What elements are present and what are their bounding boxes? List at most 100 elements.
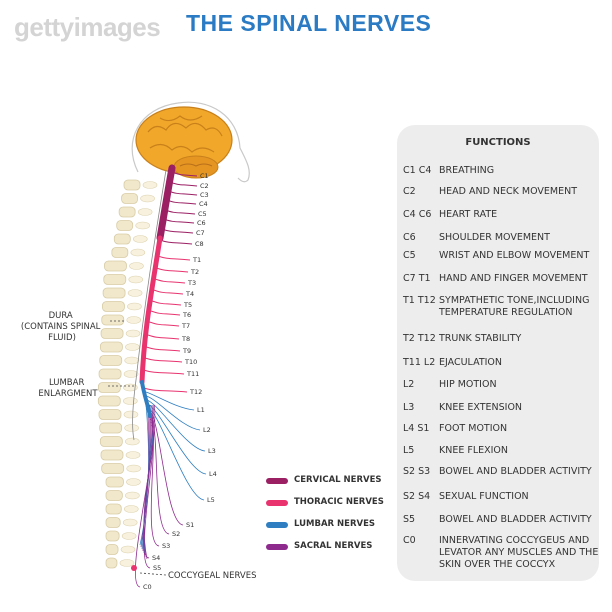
vertebra-process [130, 248, 146, 257]
nerve-label-t10: T10 [184, 358, 197, 366]
vertebra-process [123, 370, 139, 378]
function-description: HEART RATE [439, 209, 498, 220]
vertebra-process [126, 464, 141, 473]
vertebra [105, 517, 121, 528]
vertebra [121, 193, 138, 204]
function-code: T11 L2 [403, 357, 436, 368]
function-description: WRIST AND ELBOW MOVEMENT [439, 250, 590, 261]
legend-item-sacral: SACRAL NERVES [266, 541, 406, 553]
nerve-labels: C1C2C3C4C5C6C7C8T1T2T3T4T5T6T7T8T9T10T11… [143, 172, 217, 591]
vertebra [102, 301, 125, 312]
function-code: C6 [403, 232, 416, 243]
vertebra-process [127, 302, 142, 311]
vertebra-process [135, 221, 151, 230]
legend-swatch [266, 522, 288, 528]
vertebra [99, 436, 123, 447]
nerve-label-c1: C1 [200, 172, 209, 180]
vertebra [99, 355, 123, 366]
spinal-cord-cervical [156, 164, 176, 242]
nerve-label-s5: S5 [153, 564, 161, 572]
vertebra-process [125, 437, 140, 446]
nerve-branches [135, 171, 207, 588]
lumbar-enlargement-label: LUMBAR ENLARGMENT [38, 378, 98, 399]
vertebra-process [128, 275, 144, 284]
function-description: BOWEL AND BLADDER ACTIVITY [439, 514, 592, 525]
nerve-branch [169, 181, 198, 187]
vertebra [105, 490, 123, 501]
legend-label: THORACIC NERVES [294, 497, 384, 507]
nerve-branch [146, 399, 206, 452]
legend-label: CERVICAL NERVES [294, 475, 382, 485]
nerve-label-t2: T2 [190, 268, 199, 276]
vertebra-process [123, 505, 139, 513]
nerve-branch [148, 412, 170, 535]
nerve-label-t11: T11 [186, 370, 199, 378]
nerve-label-l4: L4 [209, 470, 217, 478]
spinal-cord-thoracic [139, 235, 163, 385]
vertebra-process [125, 451, 141, 459]
vertebra [123, 179, 141, 191]
function-description: KNEE FLEXION [439, 445, 509, 456]
vertebra [104, 260, 127, 272]
function-code: S5 [403, 514, 416, 525]
legend-item-cervical: CERVICAL NERVES [266, 475, 406, 487]
dura-label: DURA (CONTAINS SPINAL FLUID) [21, 311, 103, 343]
vertebra-process [123, 410, 139, 419]
function-code: C4 C6 [403, 209, 432, 220]
vertebra-process [125, 329, 141, 338]
vertebra [97, 382, 121, 393]
spinal-cord-lumbar [140, 380, 152, 418]
vertebra [98, 409, 122, 420]
nerve-branch [159, 239, 193, 245]
function-description: FOOT MOTION [439, 423, 508, 434]
function-description: EJACULATION [439, 357, 503, 368]
vertebra [105, 503, 122, 515]
function-description: KNEE EXTENSION [439, 402, 523, 413]
nerve-branch [154, 278, 186, 284]
nerve-branch [167, 190, 198, 196]
function-description: TRUNK STABILITY [439, 333, 522, 344]
function-description: SYMPATHETIC TONE,INCLUDING TEMPERATURE R… [439, 295, 590, 318]
nerve-label-t12: T12 [189, 388, 202, 396]
nerve-label-s2: S2 [172, 530, 180, 538]
nerve-label-s1: S1 [186, 521, 194, 529]
nerve-branch [150, 310, 181, 316]
function-code: S2 S4 [403, 491, 431, 502]
nerve-label-t5: T5 [183, 301, 192, 309]
vertebra-process [125, 343, 140, 351]
nerve-label-c5: C5 [198, 210, 207, 218]
nerve-branch [147, 334, 180, 340]
function-code: L2 [403, 379, 415, 390]
nerve-label-c0: C0 [143, 583, 152, 591]
nerve-label-c3: C3 [200, 191, 209, 199]
cauda-equina-strand [143, 404, 156, 560]
coccygeal-nerves-label: COCCYGEAL NERVES [168, 571, 257, 581]
vertebra-process [126, 478, 141, 486]
nerve-label-l5: L5 [207, 496, 215, 504]
legend-swatch [266, 478, 288, 484]
nerve-branch [163, 218, 195, 224]
function-code: C5 [403, 250, 416, 261]
nerve-label-c7: C7 [196, 229, 205, 237]
watermark-logo: gettyimages [14, 12, 161, 42]
nerve-label-s4: S4 [152, 554, 160, 562]
vertebra-process [137, 208, 153, 216]
function-description: HAND AND FINGER MOVEMENT [439, 273, 588, 284]
vertebra [100, 328, 124, 339]
nerve-branch [149, 321, 180, 327]
nerve-branch [145, 391, 195, 411]
functions-title: FUNCTIONS [465, 137, 531, 148]
vertebra [101, 463, 125, 474]
vertebra [105, 544, 119, 555]
function-code: T1 T12 [403, 295, 436, 306]
function-code: L5 [403, 445, 415, 456]
vertebra-process [124, 356, 140, 365]
nerve-branch [146, 346, 181, 352]
nerve-branch [151, 300, 182, 306]
vertebra-process [121, 532, 137, 540]
vertebra-process [127, 289, 143, 297]
vertebra [97, 395, 121, 407]
function-code: C2 [403, 186, 416, 197]
